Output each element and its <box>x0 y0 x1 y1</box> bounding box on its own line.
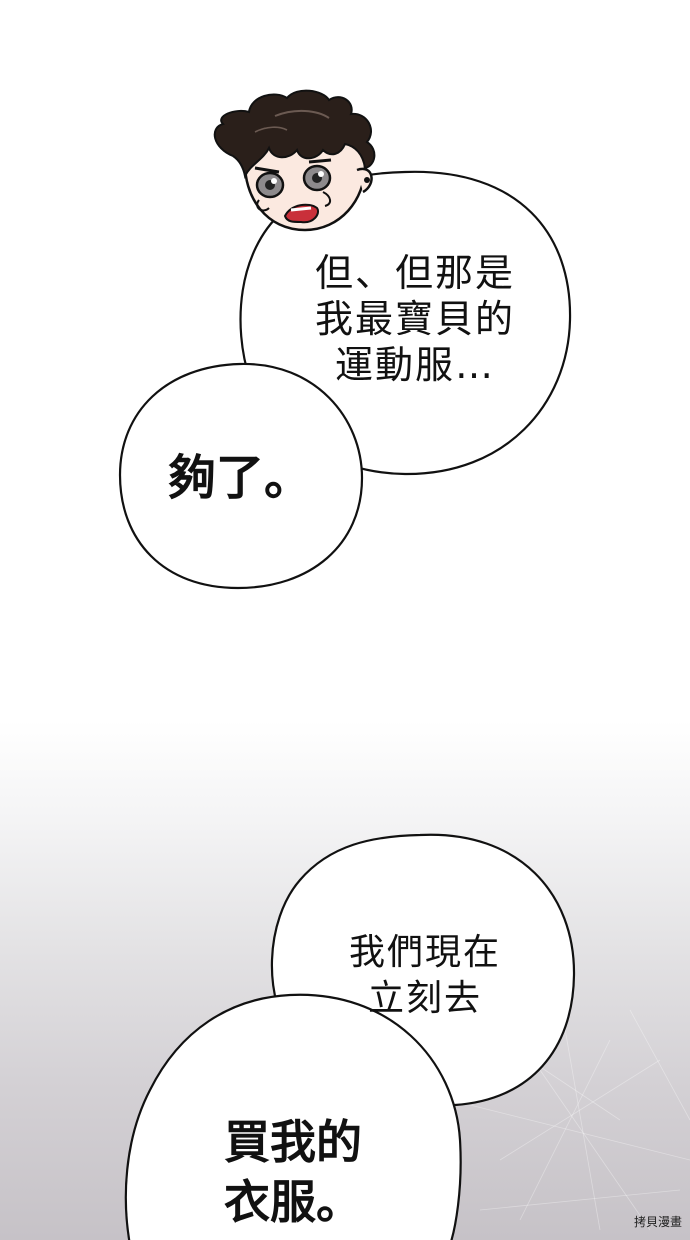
bubble-4-text: 買我的 衣服。 <box>224 1115 362 1229</box>
bubble-2-text: 夠了。 <box>167 450 312 506</box>
crying-boy-face-icon <box>213 89 376 232</box>
bubble-4 <box>124 993 462 1240</box>
watermark: 拷貝漫畫 <box>633 1215 682 1229</box>
scratch-texture <box>449 999 690 1231</box>
bubble-1-text: 但、但那是 我最寶貝的 運動服… <box>314 251 515 387</box>
bubble-3-text: 我們現在 立刻去 <box>348 932 501 1019</box>
bubble-2 <box>118 362 364 590</box>
